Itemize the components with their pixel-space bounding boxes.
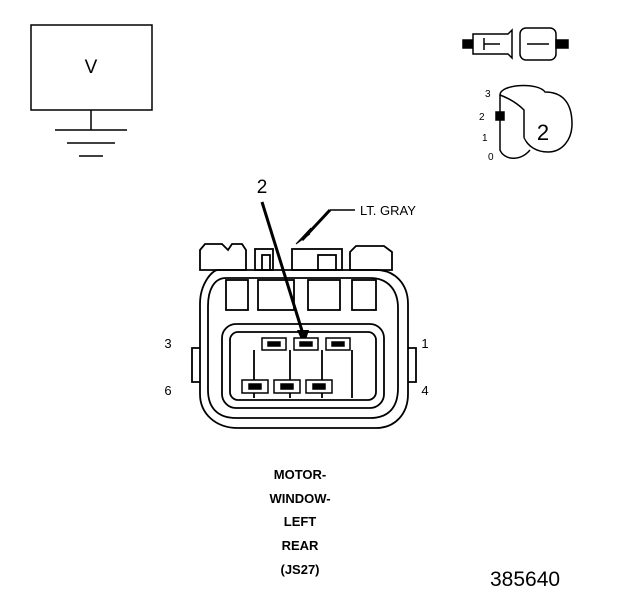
pin-label-bottom-right: 4 <box>421 383 428 398</box>
selector-switch-icon <box>495 84 573 159</box>
pin-label-top-left: 3 <box>164 336 171 351</box>
switch-position-0: 0 <box>488 152 494 163</box>
pin-label-top-right: 1 <box>421 336 428 351</box>
caption-line-3: LEFT <box>283 514 317 529</box>
caption-line-4: REAR <box>281 538 319 553</box>
terminal-row-bottom <box>241 379 333 394</box>
caption-line-5: (JS27) <box>280 562 320 577</box>
voltmeter-label: V <box>85 57 98 78</box>
wire-color-arrowhead <box>295 227 312 245</box>
voltmeter-symbol <box>30 24 153 157</box>
pin-label-bottom-left: 6 <box>164 383 171 398</box>
figure-number: 385640 <box>490 568 561 591</box>
switch-position-2: 2 <box>479 112 485 123</box>
callout-pin-number: 2 <box>257 177 268 198</box>
caption-line-1: MOTOR- <box>273 467 327 482</box>
callout-arrow <box>260 201 305 335</box>
switch-position-1: 1 <box>482 133 488 144</box>
terminal-row-top <box>261 337 351 351</box>
connector-housing <box>191 243 417 429</box>
wire-color-label: LT. GRAY <box>360 203 416 218</box>
probe-icon <box>462 27 569 61</box>
switch-position-3: 3 <box>485 89 491 100</box>
caption-line-2: WINDOW- <box>269 491 331 506</box>
switch-selected-position: 2 <box>537 120 549 145</box>
